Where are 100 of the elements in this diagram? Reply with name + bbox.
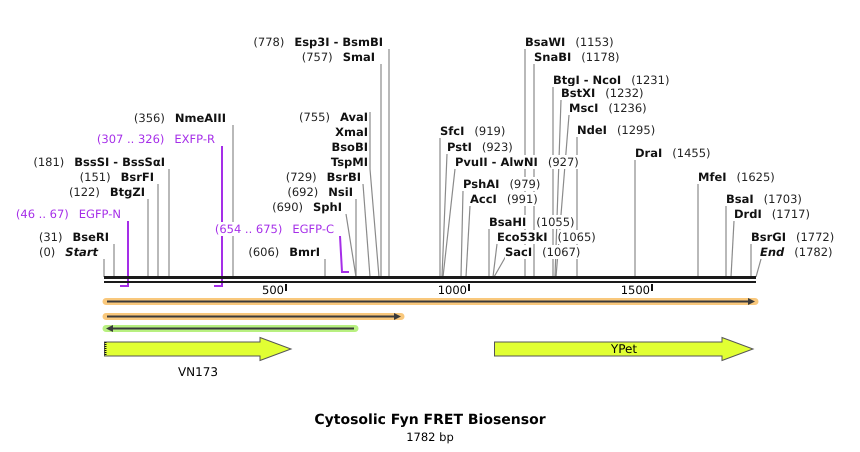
enzyme-name: NsiI — [328, 185, 353, 199]
enzyme-name: BmrI — [289, 245, 320, 259]
position-number: (1703) — [764, 192, 802, 206]
position-number: (778) — [253, 35, 284, 49]
position-number: (991) — [506, 192, 538, 206]
leader-line — [157, 184, 159, 277]
position-number: (1232) — [605, 86, 644, 100]
position-number: (1153) — [575, 35, 614, 49]
enzyme-name: Eco53kI — [497, 230, 548, 244]
leader-line — [147, 199, 149, 277]
leader-line — [369, 112, 380, 278]
position-number: (1231) — [631, 73, 670, 87]
leader-line — [214, 146, 223, 287]
enzyme-name: TspMI — [330, 155, 368, 169]
position-number: (923) — [482, 140, 513, 154]
enzyme-name: DrdI — [734, 207, 762, 221]
scale-label: 1000 — [438, 283, 467, 297]
position-number: (1455) — [672, 146, 711, 160]
enzyme-name: PvuII - AlwNI — [455, 155, 538, 169]
primer-range: (654 .. 675) — [214, 222, 282, 236]
leader-line — [725, 206, 727, 277]
enzyme-name: MfeI — [698, 170, 727, 184]
leader-line — [697, 184, 699, 277]
leader-line — [488, 229, 490, 277]
enzyme-name: BsrFI — [120, 170, 154, 184]
position-number: (690) — [272, 200, 304, 214]
leader-line — [755, 258, 762, 278]
sequence-length: 1782 bp — [405, 430, 455, 444]
enzyme-name: Esp3I - BsmBI — [294, 35, 383, 49]
position-number: (1055) — [536, 215, 575, 229]
enzyme-name: SnaBI — [534, 50, 572, 64]
position-number: (1772) — [796, 230, 834, 244]
enzyme-name: PshAI — [463, 177, 500, 191]
enzyme-name: BsaHI — [489, 215, 526, 229]
primer-name: EGFP-C — [292, 222, 334, 236]
sequence-end-label: Start — [65, 245, 98, 259]
sequence-end-label: End — [760, 245, 784, 259]
enzyme-name: BsrGI — [751, 230, 786, 244]
position-number: (122) — [68, 185, 100, 199]
position-number: (1295) — [616, 123, 656, 137]
primer-range: (46 .. 67) — [16, 207, 69, 221]
leader-line — [492, 244, 498, 278]
position-number: (181) — [33, 155, 64, 169]
leader-line — [439, 138, 441, 277]
feature-label: YPet — [610, 342, 638, 356]
leader-line — [388, 49, 390, 277]
leader-line — [120, 221, 129, 287]
leader-line — [465, 206, 471, 278]
leader-line — [324, 259, 326, 277]
position-number: (919) — [474, 124, 506, 138]
enzyme-name: BstXI — [561, 86, 596, 100]
leader-line — [339, 236, 349, 273]
position-number: (1717) — [772, 207, 810, 221]
position-number: (1625) — [736, 170, 775, 184]
enzyme-name: BseRI — [72, 230, 109, 244]
map-title: Cytosolic Fyn FRET Biosensor — [313, 412, 547, 429]
leader-line — [232, 125, 234, 277]
position-number: (692) — [287, 185, 318, 199]
enzyme-name: PstI — [447, 140, 472, 154]
leader-line — [441, 154, 448, 278]
position-number: (1782) — [794, 245, 833, 259]
enzyme-name: BsaWI — [525, 35, 566, 49]
position-number: (0) — [38, 245, 56, 259]
primer-range: (307 .. 326) — [96, 132, 164, 146]
scale-label: 500 — [262, 283, 284, 297]
leader-line — [460, 190, 464, 278]
enzyme-name: BsrBI — [326, 170, 361, 184]
enzyme-name: DraI — [635, 146, 662, 160]
position-number: (979) — [509, 177, 540, 191]
position-number: (356) — [134, 111, 165, 125]
enzyme-name: MscI — [569, 101, 598, 115]
leader-line — [750, 244, 752, 277]
position-number: (729) — [286, 170, 317, 184]
leader-line — [113, 244, 115, 277]
scale-label: 1500 — [620, 283, 650, 297]
position-number: (927) — [548, 155, 579, 169]
enzyme-name: BssSI - BssSαI — [74, 155, 165, 169]
position-number: (1067) — [542, 245, 580, 259]
leader-line — [380, 64, 382, 277]
leader-line — [730, 220, 735, 278]
leader-line — [362, 184, 371, 278]
enzyme-name: BtgI - NcoI — [553, 73, 622, 87]
enzyme-name: SmaI — [342, 50, 375, 64]
enzyme-name: BsoBI — [331, 140, 368, 154]
leader-line — [355, 199, 357, 277]
feature-label: VN173 — [178, 365, 218, 379]
enzyme-name: AvaI — [340, 110, 368, 124]
enzyme-name: NmeAIII — [174, 111, 226, 125]
leader-line — [103, 259, 105, 277]
enzyme-name: XmaI — [335, 125, 368, 139]
position-number: (755) — [299, 110, 330, 124]
position-number: (606) — [248, 245, 280, 259]
leader-line — [634, 160, 636, 277]
position-number: (757) — [302, 50, 333, 64]
leader-line — [345, 214, 357, 278]
enzyme-name: SfcI — [440, 124, 464, 138]
position-number: (31) — [38, 230, 62, 244]
primer-name: EXFP-R — [174, 132, 215, 146]
position-number: (1065) — [558, 230, 596, 244]
position-number: (1178) — [581, 50, 620, 64]
